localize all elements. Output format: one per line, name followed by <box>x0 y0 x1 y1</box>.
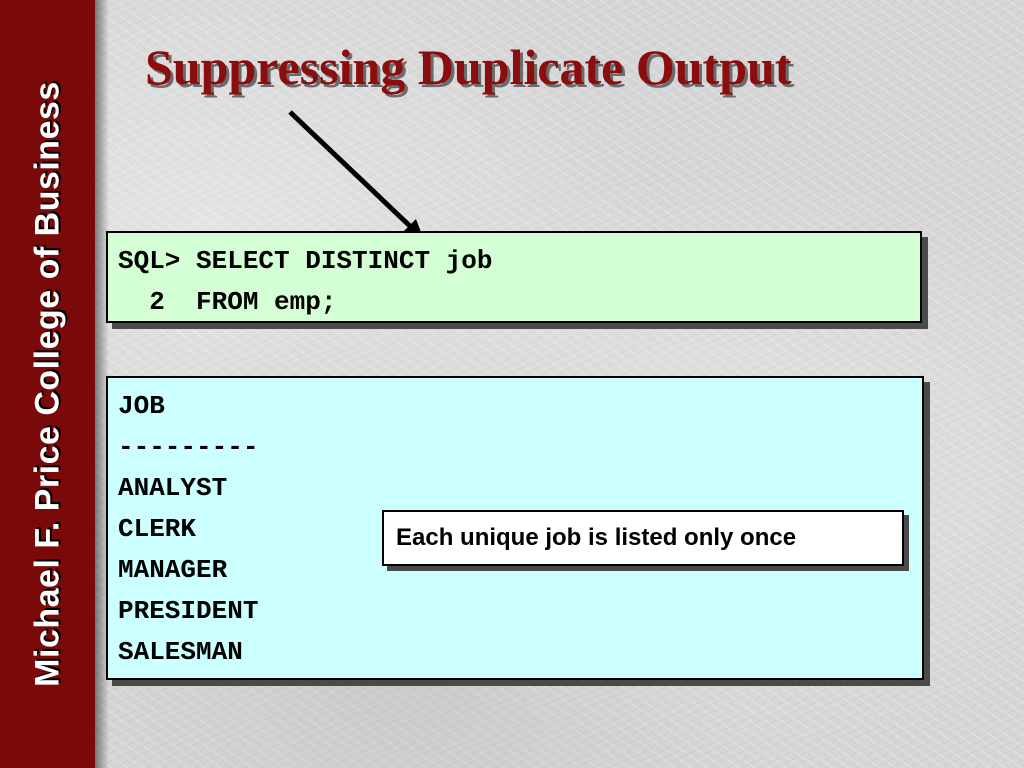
result-row: SALESMAN <box>118 637 243 667</box>
sql-line: SQL> SELECT DISTINCT job <box>118 246 493 276</box>
college-name: Michael F. Price College of Business <box>28 81 67 687</box>
unique-job-callout: Each unique job is listed only once <box>382 510 904 566</box>
band-shadow <box>95 0 109 768</box>
sql-line: 2 FROM emp; <box>118 287 337 317</box>
result-row: PRESIDENT <box>118 596 259 626</box>
result-row: MANAGER <box>118 555 228 585</box>
college-band <box>0 0 95 768</box>
result-separator: --------- <box>118 432 259 462</box>
slide-title: Suppressing Duplicate Output <box>145 39 792 95</box>
sql-query-box: SQL> SELECT DISTINCT job 2 FROM emp; <box>106 231 922 323</box>
result-row: ANALYST <box>118 473 228 503</box>
result-row: CLERK <box>118 514 197 544</box>
result-header: JOB <box>118 391 165 421</box>
